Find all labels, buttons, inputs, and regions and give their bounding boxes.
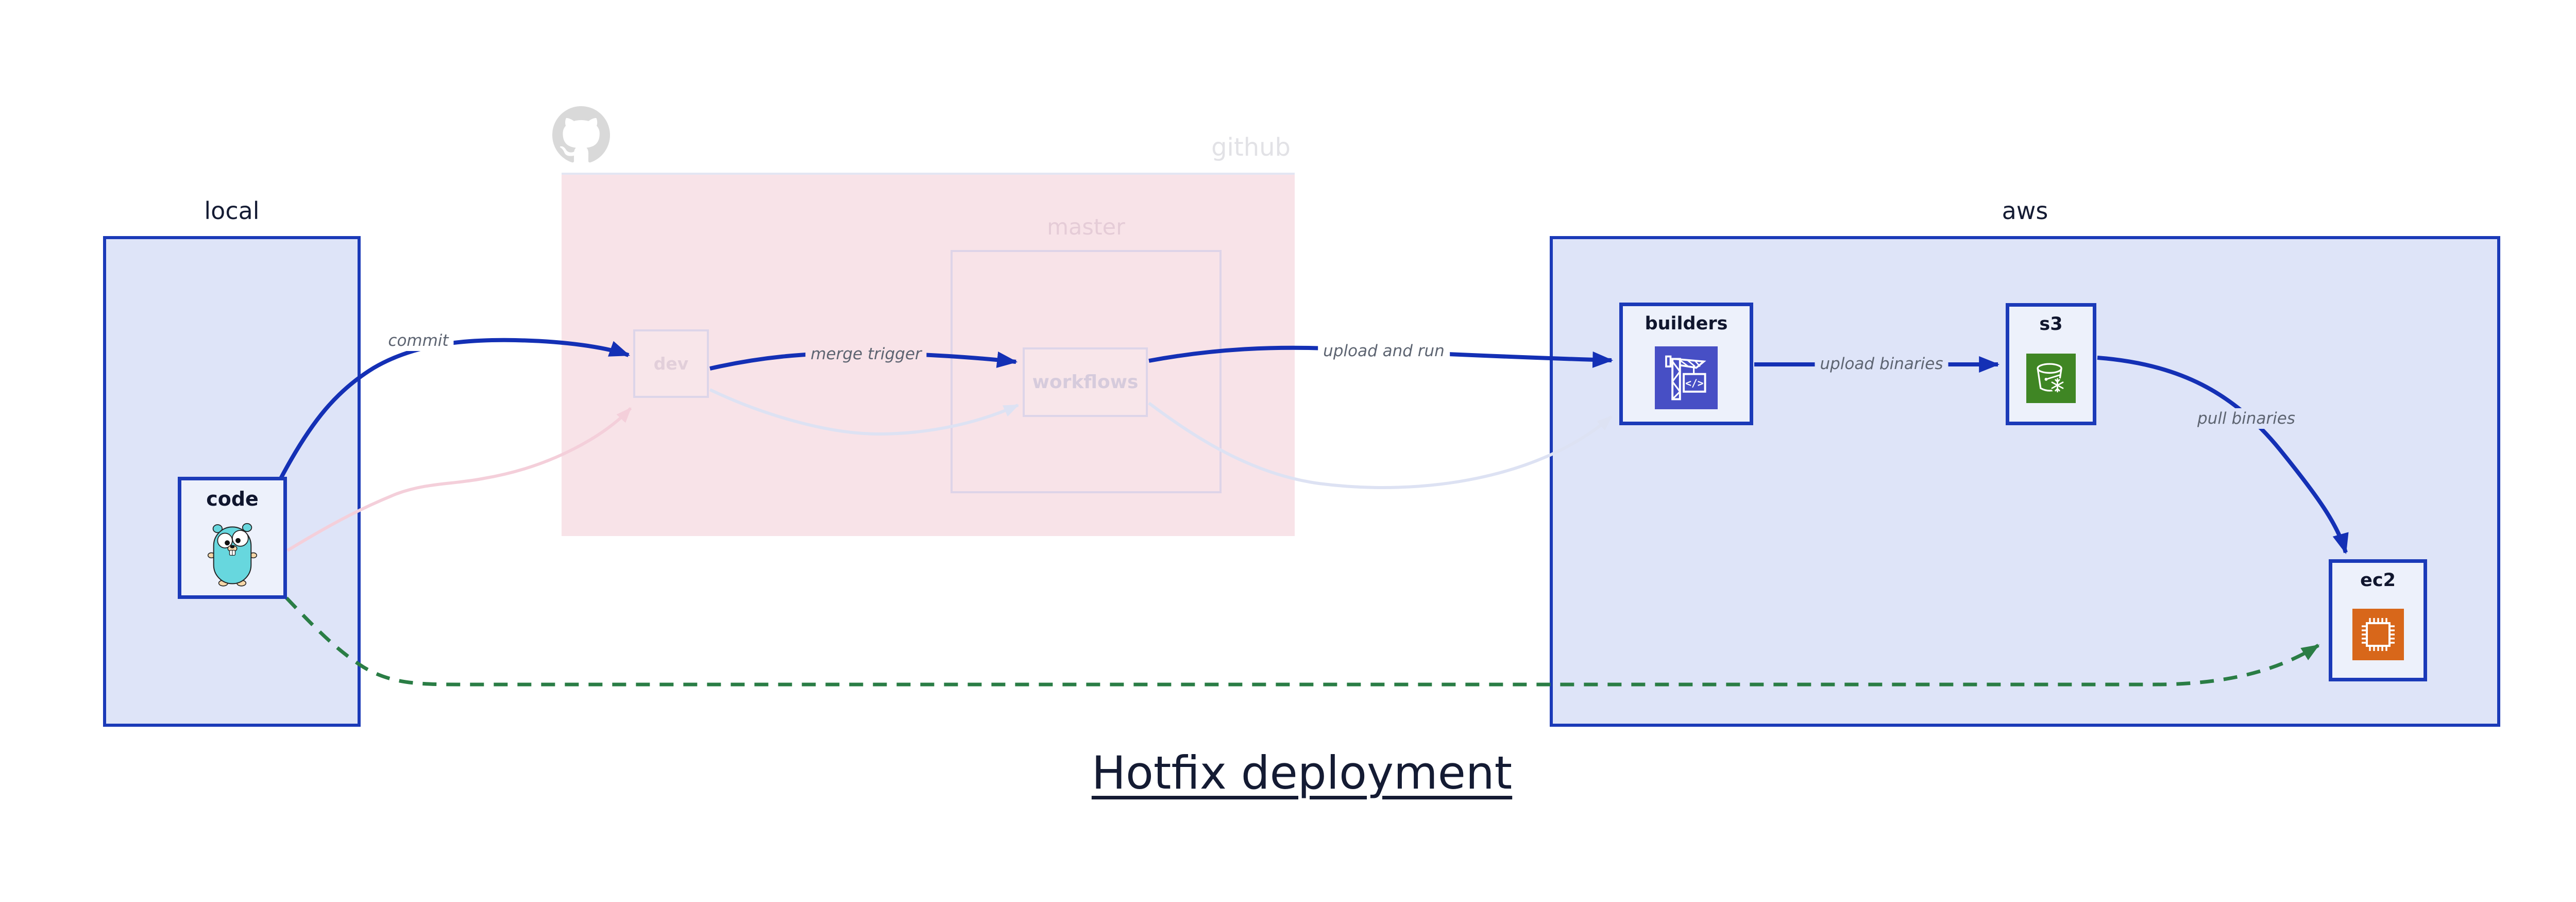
edge-label-commit: commit [383, 330, 454, 351]
github-label: github [1211, 133, 1291, 162]
github-octocat-icon [552, 106, 610, 166]
gopher-icon [181, 510, 283, 595]
master-subcontainer [951, 250, 1222, 493]
workflows-label: workflows [1032, 372, 1139, 393]
code-label: code [206, 488, 259, 510]
diagram-title: Hotfix deployment [1091, 746, 1513, 799]
local-label: local [204, 197, 260, 225]
node-workflows: workflows [1023, 347, 1148, 417]
svg-text:</>: </> [1685, 377, 1703, 389]
s3-glacier-bucket-icon [2009, 335, 2093, 422]
edge-label-merge-trigger: merge trigger [805, 344, 927, 364]
node-builders: builders </> [1619, 303, 1753, 425]
master-label: master [1047, 214, 1125, 240]
node-s3: s3 [2006, 303, 2096, 425]
node-ec2: ec2 [2329, 559, 2427, 681]
edge-code-dev-faded [286, 407, 632, 552]
edge-code-ec2-hotfix [285, 596, 2320, 687]
edge-label-pull-binaries: pull binaries [2192, 408, 2300, 429]
edge-s3-ec2 [2097, 356, 2349, 555]
dev-label: dev [653, 354, 689, 374]
aws-label: aws [2002, 197, 2048, 225]
s3-label: s3 [2039, 314, 2063, 335]
edge-label-upload-binaries: upload binaries [1815, 354, 1948, 374]
codebuild-crane-icon: </> [1623, 334, 1750, 422]
node-dev: dev [633, 329, 709, 398]
edge-code-dev [279, 338, 631, 479]
builders-label: builders [1645, 313, 1728, 334]
node-code: code [178, 477, 287, 599]
ec2-label: ec2 [2360, 570, 2396, 591]
edge-label-upload-and-run: upload and run [1318, 341, 1450, 361]
edge-dev-workflows-faded [709, 388, 1020, 436]
edge-workflows-builders-faded [1148, 402, 1613, 489]
ec2-chip-icon [2332, 591, 2424, 678]
